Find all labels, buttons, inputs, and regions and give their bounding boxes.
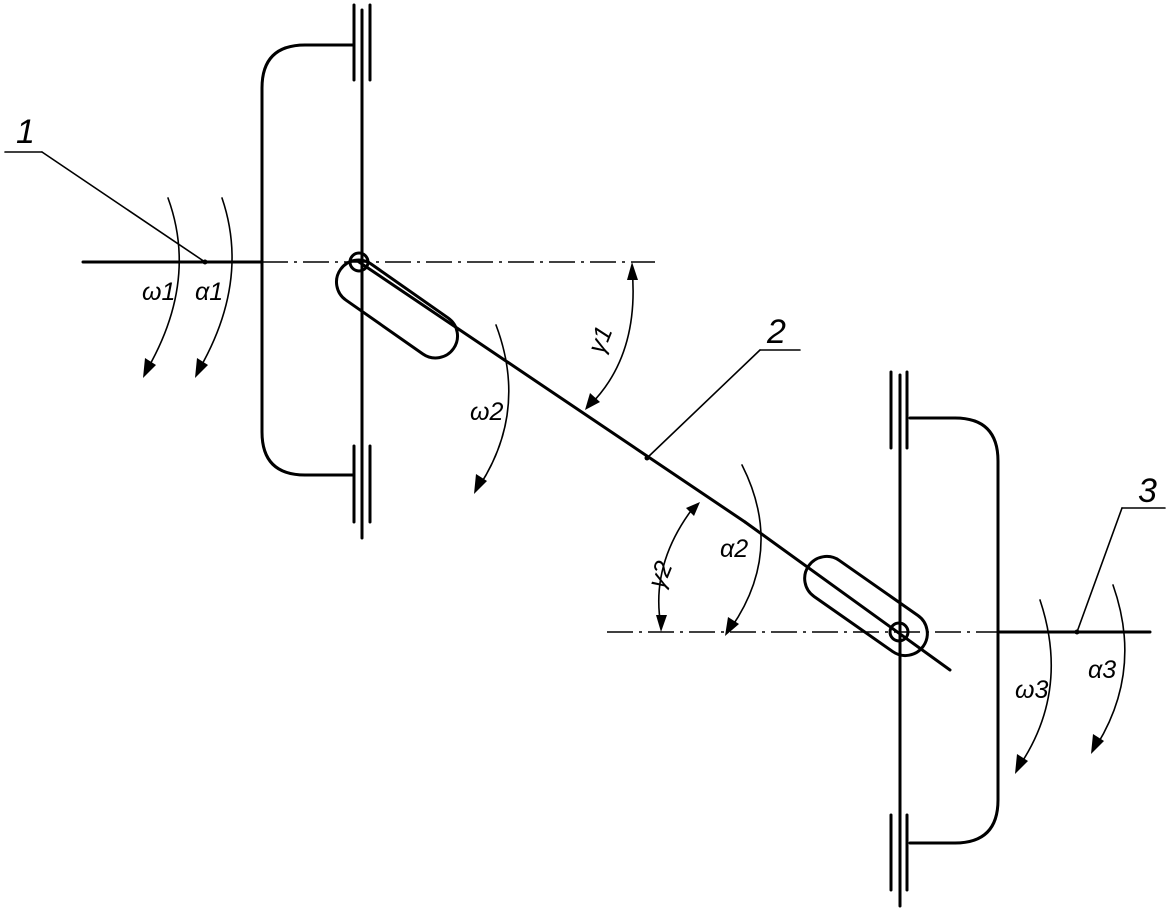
alpha1-rotation-arrow bbox=[195, 197, 233, 378]
leader-part2 bbox=[644, 349, 801, 461]
right-fork-bracket bbox=[908, 416, 1000, 845]
alpha3-label: α3 bbox=[1088, 656, 1116, 684]
omega1-label: ω1 bbox=[142, 278, 175, 306]
leader-part3 bbox=[1074, 507, 1166, 635]
left-bottom-bearing bbox=[352, 444, 372, 524]
right-slider-slot bbox=[803, 554, 929, 658]
part-3-label: 3 bbox=[1138, 472, 1157, 510]
right-bottom-bearing bbox=[889, 813, 909, 892]
left-slider-slot bbox=[334, 258, 460, 360]
gamma1-angle-arc bbox=[585, 262, 638, 410]
alpha1-label: α1 bbox=[195, 278, 223, 306]
omega3-rotation-arrow bbox=[1015, 599, 1053, 774]
left-fork-bracket bbox=[260, 43, 356, 477]
right-top-bearing bbox=[889, 370, 909, 450]
gamma2-label: γ2 bbox=[643, 557, 679, 592]
left-top-bearing bbox=[352, 3, 372, 82]
alpha3-rotation-arrow bbox=[1091, 584, 1126, 754]
left-pivot-joint bbox=[348, 251, 370, 273]
alpha2-label: α2 bbox=[720, 535, 748, 563]
right-pivot-joint bbox=[888, 621, 910, 643]
gamma2-angle-arc bbox=[656, 502, 700, 632]
gamma1-label: γ1 bbox=[583, 322, 619, 357]
leader-part1 bbox=[4, 151, 208, 265]
omega2-rotation-arrow bbox=[474, 324, 510, 494]
omega1-rotation-arrow bbox=[143, 197, 181, 378]
part-2-label: 2 bbox=[766, 313, 786, 351]
part-1-label: 1 bbox=[16, 113, 35, 151]
omega3-label: ω3 bbox=[1015, 676, 1048, 704]
intermediate-shaft bbox=[357, 260, 952, 672]
alpha2-rotation-arrow bbox=[725, 464, 762, 636]
omega2-label: ω2 bbox=[470, 398, 503, 426]
